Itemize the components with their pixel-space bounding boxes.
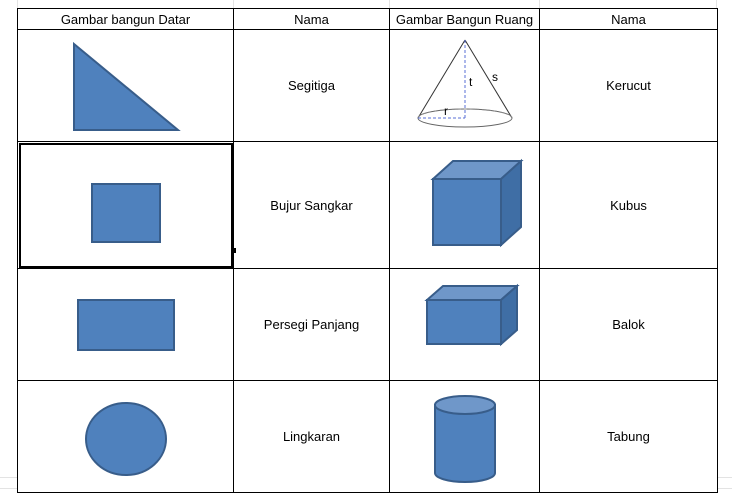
flat-name-cell[interactable]: Persegi Panjang	[233, 268, 390, 381]
rectangle-icon[interactable]	[66, 264, 186, 364]
cylinder-icon[interactable]	[405, 387, 525, 487]
header-row: Gambar bangun Datar Nama Gambar Bangun R…	[17, 8, 718, 30]
cone-radius-label: r	[444, 104, 448, 118]
table-row: Lingkaran Tabung	[17, 380, 718, 493]
table-row: Segitiga t s r Kerucut	[17, 29, 718, 142]
table-row: Persegi Panjang Balok	[17, 268, 718, 381]
solid-name-cell[interactable]: Tabung	[539, 380, 718, 493]
solid-name-cell[interactable]: Kubus	[539, 141, 718, 269]
cube-icon[interactable]	[405, 155, 525, 255]
cuboid-icon[interactable]	[405, 270, 525, 370]
solid-shape-cell[interactable]	[389, 380, 540, 493]
solid-name-cell[interactable]: Kerucut	[539, 29, 718, 142]
flat-shape-cell[interactable]	[17, 29, 234, 142]
flat-name-cell[interactable]: Lingkaran	[233, 380, 390, 493]
header-flat-name[interactable]: Nama	[233, 8, 390, 30]
cone-height-label: t	[469, 75, 473, 89]
flat-shape-cell-selected[interactable]	[17, 141, 234, 269]
header-solid-name[interactable]: Nama	[539, 8, 718, 30]
flat-shape-cell[interactable]	[17, 380, 234, 493]
square-icon[interactable]	[66, 168, 186, 268]
cell-fill-handle[interactable]	[231, 248, 236, 253]
solid-shape-cell[interactable]	[389, 268, 540, 381]
circle-icon[interactable]	[66, 387, 186, 487]
right-triangle-icon[interactable]	[66, 36, 186, 136]
header-solid-shape-image[interactable]: Gambar Bangun Ruang	[389, 8, 540, 30]
flat-name-cell[interactable]: Segitiga	[233, 29, 390, 142]
header-flat-shape-image[interactable]: Gambar bangun Datar	[17, 8, 234, 30]
table-row: Bujur Sangkar Kubus	[17, 141, 718, 269]
flat-shape-cell[interactable]	[17, 268, 234, 381]
shapes-table: Gambar bangun Datar Nama Gambar Bangun R…	[17, 8, 718, 493]
solid-name-cell[interactable]: Balok	[539, 268, 718, 381]
solid-shape-cell[interactable]: t s r	[389, 29, 540, 142]
solid-shape-cell[interactable]	[389, 141, 540, 269]
cone-slant-label: s	[492, 70, 498, 84]
cone-icon[interactable]: t s r	[410, 36, 520, 136]
flat-name-cell[interactable]: Bujur Sangkar	[233, 141, 390, 269]
